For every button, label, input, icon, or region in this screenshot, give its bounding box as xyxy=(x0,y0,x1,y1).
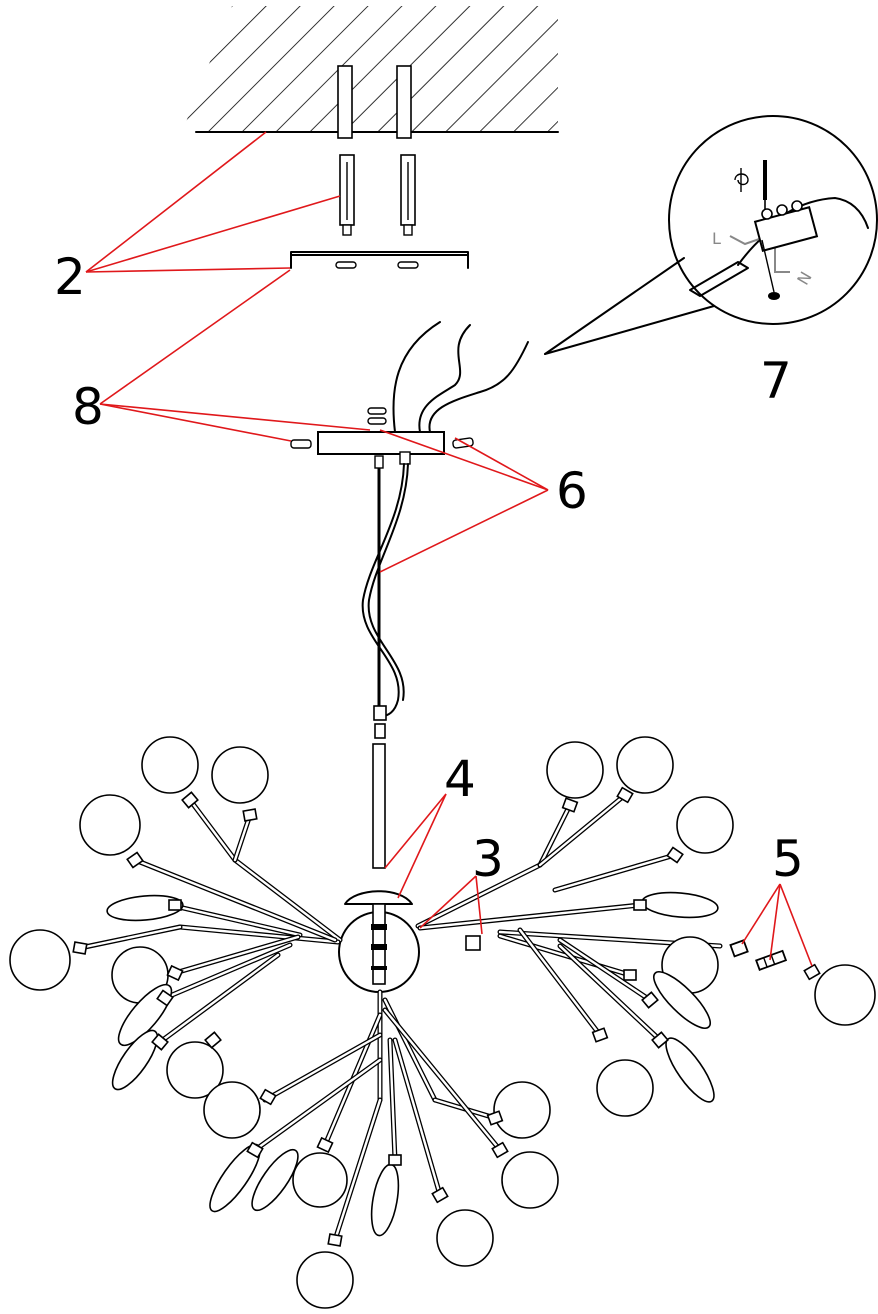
round-bulb-17 xyxy=(596,1059,654,1117)
round-bulb-12 xyxy=(436,1209,494,1267)
round-bulb-14 xyxy=(616,736,674,794)
chandelier-arm-inner-23 xyxy=(538,793,627,867)
bulb-socket-12 xyxy=(246,1141,264,1159)
leaf-bulb-3 xyxy=(111,1029,159,1091)
spare-bulb-assembly xyxy=(465,935,788,971)
chandelier-arm-inner-22 xyxy=(538,803,572,867)
chandelier-arm-inner-5 xyxy=(178,925,340,944)
bulb-socket-5 xyxy=(166,964,184,982)
chandelier-arm-inner-6 xyxy=(78,925,182,950)
round-bulb-18 xyxy=(814,964,876,1026)
bulb-socket-10 xyxy=(259,1088,277,1106)
bulb-socket-17 xyxy=(431,1186,449,1204)
bulb-socket-25 xyxy=(591,1027,609,1043)
chandelier-arm-inner-3 xyxy=(233,813,252,862)
chandelier-arm-inner-10 xyxy=(133,858,337,942)
chandelier-arm-inner-19 xyxy=(388,1038,397,1162)
chandelier-arm-inner-9 xyxy=(158,953,280,1044)
round-bulb-10 xyxy=(493,1081,551,1139)
bulb-socket-22 xyxy=(623,969,637,981)
central-hub xyxy=(338,890,420,993)
bulb-socket-4 xyxy=(72,941,88,955)
chandelier-arm-inner-8 xyxy=(163,943,292,1000)
callout-5: 5 xyxy=(772,830,804,888)
mounting-screws xyxy=(339,154,416,236)
chandelier-arm-inner-28 xyxy=(558,938,652,1002)
bulb-socket-1 xyxy=(181,791,199,809)
bulb-socket-18 xyxy=(561,797,579,813)
chandelier-arm-inner-20 xyxy=(393,1038,442,1197)
chandelier-arm-inner-21 xyxy=(416,863,542,928)
bulb-socket-21 xyxy=(633,899,647,911)
bulb-socket-8 xyxy=(151,1033,169,1051)
chandelier-arm-inner-2 xyxy=(188,798,237,862)
leaf-bulb-1 xyxy=(106,894,184,922)
bulb-socket-14 xyxy=(486,1110,504,1126)
chandelier-arm-inner-24 xyxy=(418,903,642,930)
chandelier-arm-inner-12 xyxy=(333,1098,382,1242)
round-bulb-13 xyxy=(546,741,604,799)
wiring-detail xyxy=(544,115,878,355)
chandelier-arm-inner-27 xyxy=(518,928,602,1037)
bulb-socket-24 xyxy=(651,1031,669,1049)
bulb-socket-11 xyxy=(316,1136,334,1154)
ceiling xyxy=(182,6,559,139)
extension-rod xyxy=(372,743,386,869)
chandelier-arm-inner-14 xyxy=(263,1033,382,1102)
leaf-bulb-7 xyxy=(641,891,719,919)
round-bulb-4 xyxy=(9,929,71,991)
round-bulb-7 xyxy=(203,1081,261,1139)
canopy xyxy=(290,321,529,455)
round-bulb-15 xyxy=(676,796,734,854)
round-bulb-8 xyxy=(292,1152,348,1208)
mounting-bracket xyxy=(290,251,469,269)
chandelier-arm-inner-30 xyxy=(553,853,677,892)
chandelier-arm-inner-7 xyxy=(173,935,300,975)
chandelier xyxy=(9,736,876,1309)
callout-6: 6 xyxy=(556,462,588,520)
bulb-socket-13 xyxy=(327,1233,343,1247)
bulb-socket-16 xyxy=(388,1154,402,1166)
leaf-bulb-8 xyxy=(653,971,711,1029)
round-bulb-2 xyxy=(211,746,269,804)
round-bulb-9 xyxy=(296,1251,354,1309)
chandelier-arm-inner-1 xyxy=(233,858,342,942)
chandelier-arm-inner-18 xyxy=(383,1008,502,1152)
bulb-socket-15 xyxy=(491,1141,509,1159)
leaf-bulb-5 xyxy=(251,1148,299,1212)
bulb-socket-9 xyxy=(204,1031,222,1049)
callout-7: 7 xyxy=(760,352,792,410)
round-bulb-11 xyxy=(501,1151,559,1209)
bulb-socket-26 xyxy=(803,963,821,981)
round-bulb-6 xyxy=(166,1041,224,1099)
bulb-socket-3 xyxy=(126,851,144,869)
leader-lines xyxy=(85,131,813,967)
bulb-socket-2 xyxy=(242,808,258,822)
bulb-socket-20 xyxy=(666,846,684,864)
bulb-socket-7 xyxy=(156,989,174,1007)
chandelier-arm-inner-4 xyxy=(168,903,302,937)
chandelier-arm-inner-15 xyxy=(253,1058,382,1152)
bulb-socket-23 xyxy=(641,991,659,1009)
leaf-bulb-9 xyxy=(665,1037,715,1103)
round-bulb-3 xyxy=(79,794,141,856)
bulb-socket-19 xyxy=(616,786,634,804)
chandelier-arm-inner-29 xyxy=(558,944,662,1042)
callout-4: 4 xyxy=(444,750,476,808)
suspension-cable xyxy=(361,451,411,739)
live-wire-label: L xyxy=(712,229,721,248)
callout-3: 3 xyxy=(472,830,504,888)
round-bulb-1 xyxy=(141,736,199,794)
bulb-socket-6 xyxy=(168,899,182,911)
callout-8: 8 xyxy=(72,378,104,436)
leaf-bulb-6 xyxy=(370,1163,400,1237)
callout-2: 2 xyxy=(54,248,86,306)
chandelier-arm-inner-26 xyxy=(498,934,632,977)
